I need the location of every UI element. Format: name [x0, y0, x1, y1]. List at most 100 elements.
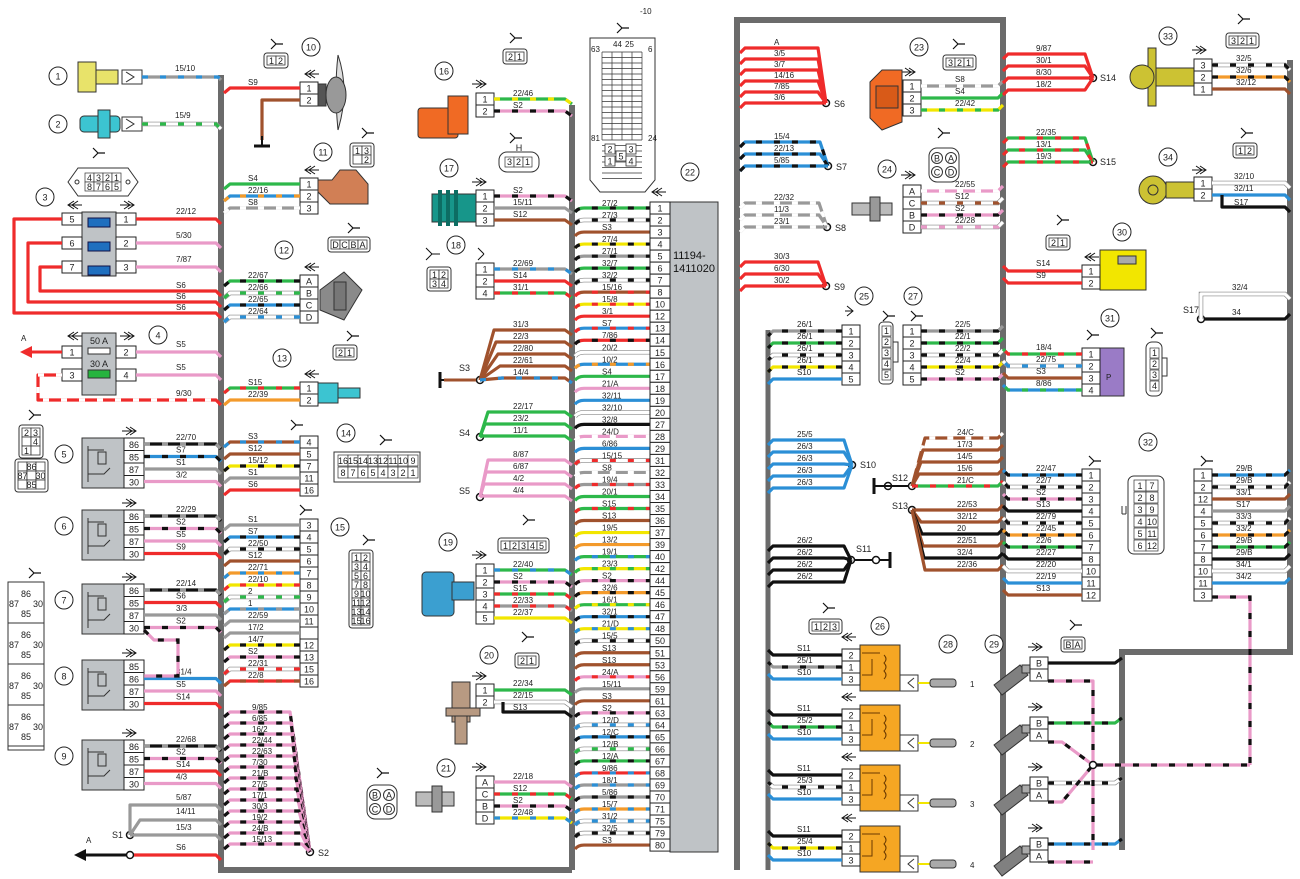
wire-core — [222, 559, 300, 568]
pin-label: 3 — [1088, 374, 1093, 384]
component-number-circle — [434, 61, 454, 81]
wire-core — [573, 687, 650, 694]
pin-label: 3 — [848, 351, 853, 361]
wire-core — [738, 90, 828, 104]
splice-s3-wire — [478, 340, 573, 381]
wire-core — [738, 284, 826, 293]
wire-stripe — [573, 771, 650, 778]
connector-male-icon — [122, 648, 137, 658]
pin-label: 6 — [306, 557, 311, 567]
wire-stripe — [222, 206, 300, 215]
connector-wire — [222, 194, 300, 203]
ecu-wire-label: 3/1 — [602, 307, 614, 316]
wire-label: 22/53 — [957, 500, 978, 509]
wire-label: 22/71 — [248, 563, 269, 572]
wire-label: S12 — [248, 551, 263, 560]
wire-label: S5 — [176, 680, 186, 689]
connector-wire — [222, 386, 300, 395]
wire-stripe — [1212, 75, 1292, 84]
pin-label: 2 — [1088, 483, 1093, 493]
pin-label: 10 — [1086, 567, 1096, 577]
wire-stripe — [921, 220, 1005, 229]
wire-stripe — [222, 842, 312, 854]
relay-wire — [144, 514, 223, 523]
pin-label: 2 — [1200, 73, 1205, 83]
ecu-wire-label: S13 — [602, 644, 617, 653]
splice-s6-wire — [738, 101, 826, 110]
wire-stripe — [573, 554, 650, 562]
connector-female-icon — [841, 632, 856, 642]
pin-label: 71 — [655, 805, 665, 815]
wire-label: S1 — [248, 515, 258, 524]
chevron-path — [304, 262, 319, 272]
pin-label: 65 — [655, 732, 665, 742]
wire-label: 34/2 — [1236, 572, 1252, 581]
socket-view-icon — [910, 310, 923, 322]
wire-stripe — [144, 625, 223, 634]
wire-core — [573, 350, 650, 358]
wire-label: 22/68 — [176, 735, 197, 744]
wire-label: S9 — [176, 543, 186, 552]
wire-stripe — [573, 278, 650, 286]
pin-label: 3 — [306, 521, 311, 531]
wire-stripe — [142, 628, 180, 678]
wire-core — [1199, 292, 1292, 319]
fuse-rating-top: 50 A — [90, 336, 108, 346]
wire-stripe — [1001, 347, 1082, 356]
ecu-wire-label: 32/5 — [602, 824, 618, 833]
connector-wire — [494, 194, 573, 203]
wire-core — [573, 542, 650, 550]
connector-wire — [494, 592, 573, 601]
splice-s4-wire — [479, 434, 573, 443]
socket-pin: 1 — [525, 157, 530, 167]
wire-core — [573, 422, 650, 430]
wire-label: 27/5 — [252, 780, 268, 789]
wire-stripe — [1212, 516, 1292, 525]
splice-s8-wire — [738, 201, 829, 228]
connector-male-icon — [901, 67, 916, 77]
socket-pin: 3 — [96, 173, 101, 183]
ecu-wire-label: 12/D — [602, 716, 619, 725]
wire-core — [1212, 504, 1292, 513]
wire-stripe — [921, 103, 1005, 112]
socket-pin: 2 — [1152, 359, 1157, 369]
splice-s8-wire — [738, 225, 827, 234]
wire-stripe — [910, 431, 1005, 487]
connector-wire — [222, 303, 300, 312]
pin-label: 40 — [655, 552, 665, 562]
wire-core — [1212, 564, 1292, 573]
pin-label: 2 — [848, 339, 853, 349]
wire-core — [1212, 595, 1252, 765]
socket-pin: 15 — [348, 456, 358, 466]
pin-label: 5 — [306, 450, 311, 460]
pin-label: 7 — [306, 569, 311, 579]
wire-label: 9/30 — [176, 389, 192, 398]
wire-stripe — [494, 97, 573, 106]
cylinder-number: 1 — [970, 680, 975, 689]
wire-label: S14 — [176, 693, 191, 702]
ecu-header-pin: 81 — [591, 134, 600, 143]
ecu-wire — [573, 615, 650, 622]
socket-cell — [21, 436, 32, 447]
splice-s17-wire — [1205, 312, 1292, 321]
sensor-1-plug — [121, 69, 143, 85]
socket-pin: 1 — [966, 58, 971, 68]
component-number-circle — [1158, 147, 1178, 167]
connector-25-wire — [766, 352, 842, 362]
wire-stripe — [573, 639, 650, 646]
relay-link-wire — [142, 628, 180, 678]
connector-wire — [222, 631, 300, 640]
connector-wire — [494, 804, 573, 813]
wire-core — [479, 376, 573, 385]
chevron-path — [1192, 165, 1207, 175]
splice-label: S10 — [860, 460, 876, 470]
wire-core — [1212, 552, 1292, 561]
